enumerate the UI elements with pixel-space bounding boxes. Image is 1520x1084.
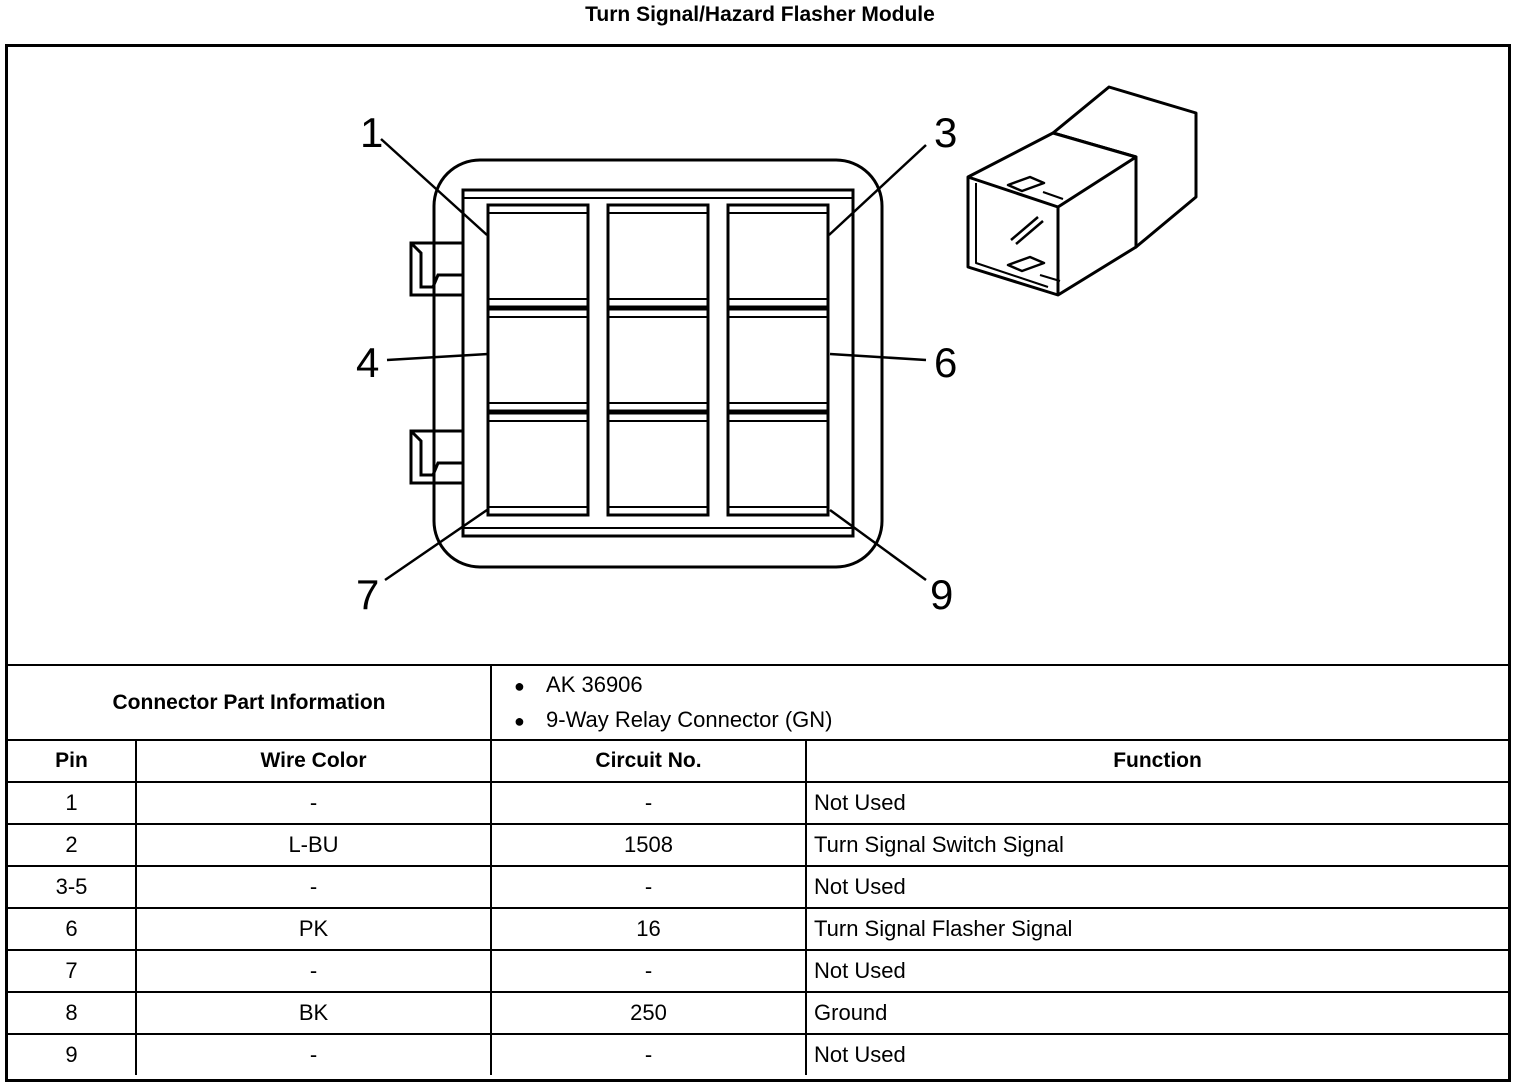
circuit-cell: -: [490, 865, 808, 909]
function-cell: Not Used: [805, 865, 1509, 909]
table-row: 7 - - Not Used: [8, 949, 1509, 993]
connector-info-list: AK 36906 9-Way Relay Connector (GN): [492, 668, 1508, 738]
pin-label-9: 9: [930, 571, 953, 618]
pin-cell: 6: [8, 907, 137, 951]
wire-color-cell: -: [134, 865, 493, 909]
table-row: 6 PK 16 Turn Signal Flasher Signal: [8, 907, 1509, 951]
relay-connector-icon: [966, 85, 1198, 297]
pin-cell: 7: [8, 949, 137, 993]
function-cell: Not Used: [805, 949, 1509, 993]
connector-housing-inner: [461, 188, 855, 538]
circuit-cell: 250: [490, 991, 808, 1035]
pin-label-3: 3: [934, 109, 957, 156]
connector-info-item: AK 36906: [514, 668, 1508, 703]
connector-info-item: 9-Way Relay Connector (GN): [514, 703, 1508, 738]
circuit-cell: -: [490, 949, 808, 993]
pin-cavity-7: [486, 411, 590, 517]
function-cell: Not Used: [805, 781, 1509, 825]
pin-cavity-4: [486, 307, 590, 413]
pin-cell: 1: [8, 781, 137, 825]
circuit-cell: -: [490, 1033, 808, 1075]
table-row: 3-5 - - Not Used: [8, 865, 1509, 909]
pin-cell: 3-5: [8, 865, 137, 909]
page-title: Turn Signal/Hazard Flasher Module: [585, 3, 935, 26]
function-cell: Turn Signal Switch Signal: [805, 823, 1509, 867]
pin-cavity-1: [486, 203, 590, 309]
pin-cavity-grid: [486, 203, 830, 517]
connector-face-diagram: 1 3 4 6 7 9: [356, 85, 1198, 618]
table-row: 1 - - Not Used: [8, 781, 1509, 825]
table-header-row: Pin Wire Color Circuit No. Function: [8, 739, 1509, 783]
connector-sheet: 1 3 4 6 7 9: [5, 44, 1511, 1082]
wire-color-cell: -: [134, 1033, 493, 1075]
header-wire-color: Wire Color: [134, 739, 493, 783]
table-row: 8 BK 250 Ground: [8, 991, 1509, 1035]
wire-color-cell: PK: [134, 907, 493, 951]
pin-cavity-2: [606, 203, 710, 309]
connector-housing-outer: [432, 158, 884, 569]
pinout-table: Connector Part Information AK 36906 9-Wa…: [8, 664, 1509, 1075]
function-cell: Ground: [805, 991, 1509, 1035]
function-cell: Not Used: [805, 1033, 1509, 1075]
pin-label-7: 7: [356, 571, 379, 618]
pin-label-4: 4: [356, 339, 379, 386]
latch-tab-upper: [409, 241, 463, 297]
connector-info-label: Connector Part Information: [8, 664, 493, 741]
pin-cell: 8: [8, 991, 137, 1035]
pin-label-1: 1: [360, 109, 383, 156]
wire-color-cell: BK: [134, 991, 493, 1035]
pin-leader-lines: [380, 138, 927, 582]
connector-info-list-cell: AK 36906 9-Way Relay Connector (GN): [490, 664, 1509, 741]
table-row: 2 L-BU 1508 Turn Signal Switch Signal: [8, 823, 1509, 867]
header-pin: Pin: [8, 739, 137, 783]
connector-info-row: Connector Part Information AK 36906 9-Wa…: [8, 664, 1509, 741]
pin-cell: 9: [8, 1033, 137, 1075]
wire-color-cell: -: [134, 781, 493, 825]
pin-cell: 2: [8, 823, 137, 867]
function-cell: Turn Signal Flasher Signal: [805, 907, 1509, 951]
pin-cavity-9: [726, 411, 830, 517]
latch-tab-lower: [409, 429, 463, 485]
table-row: 9 - - Not Used: [8, 1033, 1509, 1075]
pin-cavity-6: [726, 307, 830, 413]
connector-figure: 1 3 4 6 7 9: [8, 47, 1508, 664]
wire-color-cell: L-BU: [134, 823, 493, 867]
circuit-cell: -: [490, 781, 808, 825]
pin-label-6: 6: [934, 339, 957, 386]
pin-cavity-5: [606, 307, 710, 413]
wire-color-cell: -: [134, 949, 493, 993]
header-function: Function: [805, 739, 1509, 783]
pin-cavity-3: [726, 203, 830, 309]
circuit-cell: 1508: [490, 823, 808, 867]
circuit-cell: 16: [490, 907, 808, 951]
header-circuit-no: Circuit No.: [490, 739, 808, 783]
pin-cavity-8: [606, 411, 710, 517]
